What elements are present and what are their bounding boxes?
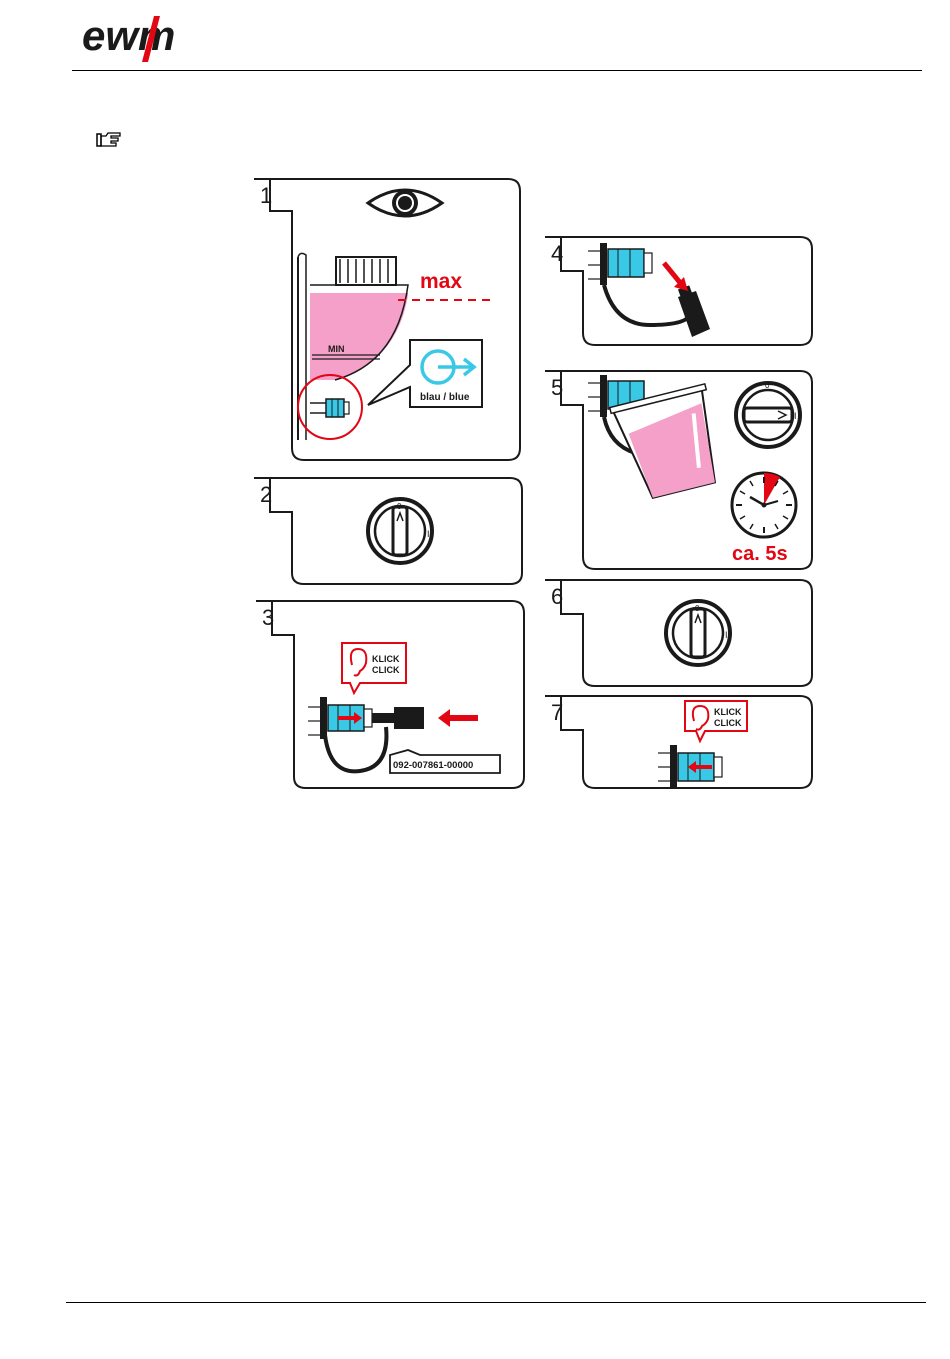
callout-label: blau / blue [420, 392, 470, 403]
clock-icon [732, 473, 796, 537]
step-2-number: 2 [260, 482, 272, 507]
main-switch-icon [736, 383, 800, 447]
switch-zero-label: 0 [695, 604, 700, 613]
switch-one-label: I [427, 529, 430, 539]
step-1-number: 1 [260, 183, 272, 208]
step-5-panel: 5 0 I [545, 371, 812, 569]
klick-label: KLICK [372, 654, 400, 664]
klick-label: KLICK [714, 707, 742, 717]
step-4-number: 4 [551, 241, 563, 266]
step-3-panel: 3 KLICK CLICK 092-007861-00000 [256, 601, 524, 788]
coolant-tank [298, 253, 410, 440]
step-6-panel: 6 0 I [545, 580, 812, 686]
switch-zero-label: 0 [397, 502, 402, 511]
coolant-connector [310, 399, 349, 417]
switch-zero-label: 0 [765, 381, 770, 390]
step-1-panel: 1 max MIN [254, 179, 520, 460]
hose [604, 285, 690, 325]
max-label: max [420, 270, 462, 293]
step-3-number: 3 [262, 605, 274, 630]
min-label: MIN [328, 344, 345, 354]
click-label: CLICK [714, 718, 742, 728]
step-7-panel: 7 KLICK CLICK [545, 696, 812, 788]
step-7-number: 7 [551, 700, 563, 725]
step-5-number: 5 [551, 375, 563, 400]
click-label: CLICK [372, 665, 400, 675]
step-2-panel: 2 0 I [254, 478, 522, 584]
footer-rule [66, 1302, 926, 1303]
machine-wall [320, 697, 327, 739]
part-number-label: 092-007861-00000 [393, 760, 473, 771]
switch-one-label: I [794, 411, 797, 421]
duration-label: ca. 5s [732, 543, 788, 565]
logo-wordmark: ewm [82, 12, 175, 59]
step-6-number: 6 [551, 584, 563, 609]
hose [325, 727, 386, 771]
header-rule [72, 70, 922, 71]
ewm-logo: ewm [80, 12, 220, 64]
eye-icon [368, 190, 442, 216]
switch-one-label: I [725, 630, 728, 640]
coolant-connector [608, 249, 652, 277]
step-4-panel: 4 [545, 237, 812, 345]
pointing-hand-icon [96, 130, 122, 150]
red-arrow-left-icon [438, 709, 450, 727]
coolant-fill-figure: 1 max MIN [250, 175, 820, 795]
machine-wall [670, 745, 677, 787]
